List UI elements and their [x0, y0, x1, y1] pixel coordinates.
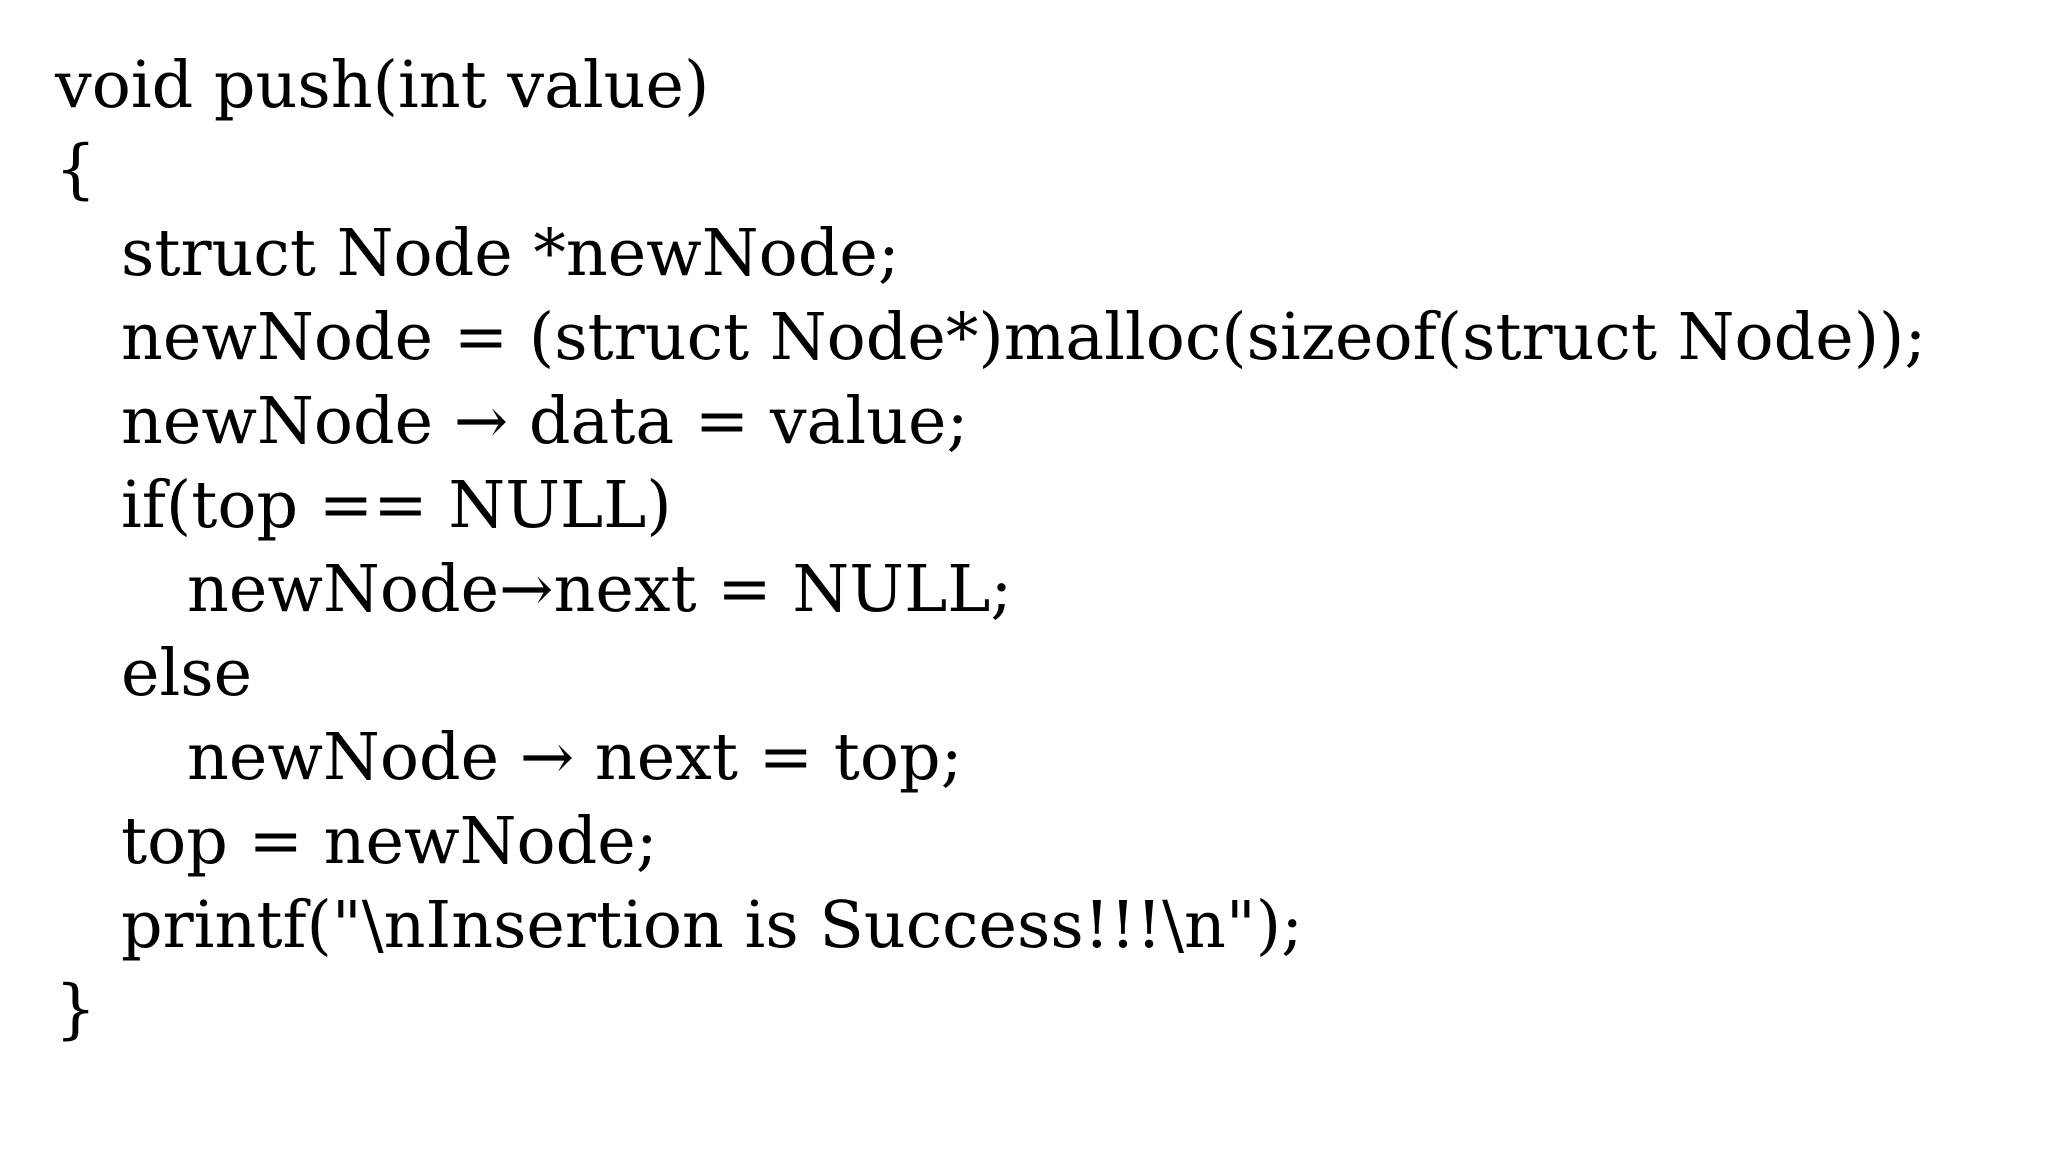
code-line-if-condition: if(top == NULL) — [121, 468, 672, 543]
code-line-printf: printf("\nInsertion is Success!!!\n"); — [121, 888, 1303, 963]
code-line-assign-data: newNode → data = value; — [121, 384, 969, 459]
code-line-next-top: newNode → next = top; — [187, 720, 963, 795]
code-line-malloc: newNode = (struct Node*)malloc(sizeof(st… — [121, 300, 1927, 375]
code-line-next-null: newNode→next = NULL; — [187, 552, 1013, 627]
code-line-top-assign: top = newNode; — [121, 804, 658, 879]
code-line-close-brace: } — [55, 972, 97, 1047]
code-line-else: else — [121, 636, 253, 711]
code-line-function-signature: void push(int value) — [55, 48, 710, 123]
code-line-open-brace: { — [55, 132, 97, 207]
code-line-declaration: struct Node *newNode; — [121, 216, 900, 291]
